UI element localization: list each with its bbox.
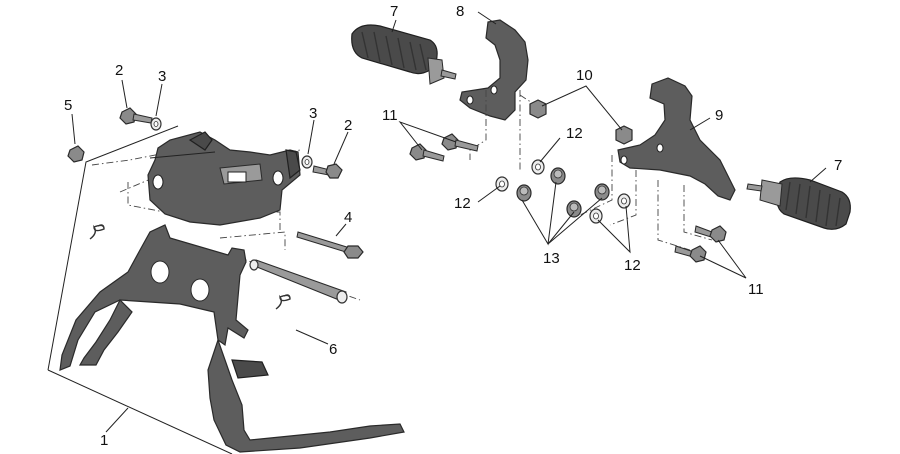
- callout-7-top: 7: [390, 3, 398, 20]
- footrest-right: [746, 177, 851, 230]
- footrest-left: [351, 24, 457, 85]
- return-spring-right: [275, 294, 291, 310]
- washer-part-12-d: [617, 193, 631, 209]
- callout-11-left: 11: [382, 107, 398, 124]
- bolt-part-2-top: [119, 107, 153, 125]
- nut-part-10-right: [615, 125, 633, 145]
- nut-part-10-left: [529, 99, 547, 119]
- callout-12-left: 12: [454, 195, 471, 212]
- callout-3-right: 3: [309, 105, 317, 122]
- callout-8: 8: [456, 3, 464, 20]
- washer-part-12-a: [495, 176, 509, 192]
- callout-9: 9: [715, 107, 723, 124]
- bolt-part-11-right-upper: [694, 225, 727, 243]
- callout-11-right: 11: [748, 281, 764, 298]
- bolt-part-4: [296, 231, 364, 259]
- callout-6: 6: [329, 341, 337, 358]
- washer-part-12-b: [531, 159, 545, 175]
- bolt-part-11-lower: [409, 143, 445, 162]
- callout-7-right: 7: [834, 157, 842, 174]
- callout-3-top: 3: [158, 68, 166, 85]
- callout-2-top: 2: [115, 62, 123, 79]
- bushing-part-13-b: [550, 167, 566, 185]
- leader-lines: [71, 11, 827, 433]
- washer-part-3-right: [301, 155, 313, 169]
- callout-2-right: 2: [344, 117, 352, 134]
- callout-13: 13: [543, 250, 560, 267]
- bolt-part-11-right-lower: [674, 245, 707, 263]
- return-spring-left: [89, 224, 105, 240]
- nut-part-5: [67, 145, 85, 163]
- callout-12-mid: 12: [566, 125, 583, 142]
- bolt-part-2-right: [312, 163, 343, 179]
- bolt-part-11-upper: [441, 133, 479, 152]
- washer-part-12-c: [589, 208, 603, 224]
- callouts: 1 2 2 3 3 4 5 6 7 7 8 9 10 11 11 12 12 1…: [64, 3, 842, 449]
- footrest-bracket-right: [617, 77, 736, 201]
- center-stand: [59, 224, 405, 453]
- callout-4: 4: [344, 209, 352, 226]
- callout-12-right: 12: [624, 257, 641, 274]
- callout-1: 1: [100, 432, 108, 449]
- bushing-part-13-c: [566, 200, 582, 218]
- washer-part-3-top: [150, 117, 162, 131]
- right-assembly-guides: [469, 90, 713, 251]
- callout-10: 10: [576, 67, 593, 84]
- stand-bracket: [147, 131, 301, 226]
- callout-5: 5: [64, 97, 72, 114]
- bushing-part-13-d: [594, 183, 610, 201]
- bushing-part-13-a: [516, 184, 532, 202]
- stand-pivot-pin: [249, 259, 348, 304]
- footrest-bracket-left: [459, 19, 529, 121]
